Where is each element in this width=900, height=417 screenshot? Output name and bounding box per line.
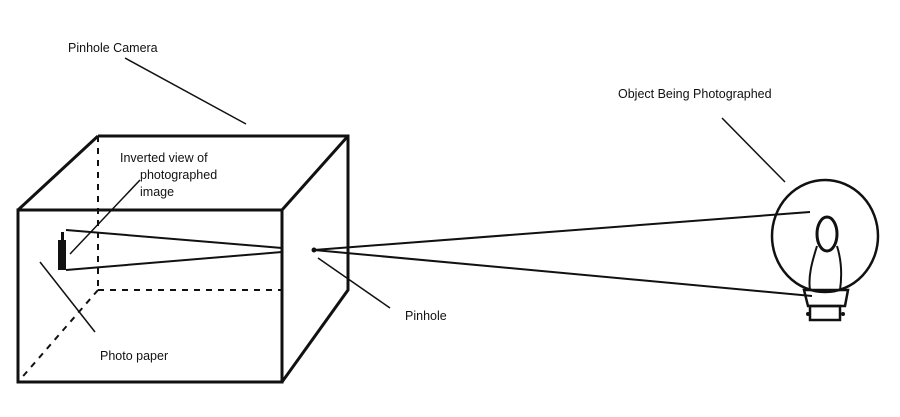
inverted-image-mark <box>58 240 66 270</box>
leader-lines <box>39 57 786 333</box>
bulb-neck <box>802 288 850 308</box>
label-inverted-view-line1: Inverted view of <box>120 151 208 165</box>
ray-outer-top <box>313 211 811 251</box>
label-inverted-view-line3: image <box>140 185 174 199</box>
label-inverted-view-line2: photographed <box>140 168 217 182</box>
bulb-glass <box>770 178 880 294</box>
camera-front-face <box>16 208 284 384</box>
camera-top-left-edge <box>16 134 100 212</box>
camera-top-right-edge <box>280 135 350 211</box>
leader-camera <box>124 57 247 125</box>
label-pinhole: Pinhole <box>405 309 447 323</box>
leader-pinhole <box>317 257 391 309</box>
label-object-being-photographed: Object Being Photographed <box>618 87 772 101</box>
camera-back-edges <box>98 134 350 383</box>
bulb-base-pin-right <box>841 312 845 316</box>
inverted-image <box>58 232 66 270</box>
leader-inverted-image <box>69 179 141 255</box>
hidden-edge-diagonal <box>17 289 99 383</box>
bulb-filament <box>815 215 839 253</box>
camera-box <box>16 134 350 384</box>
bulb-base <box>808 304 842 322</box>
light-bulb-object <box>770 178 880 322</box>
inverted-image-tip <box>61 232 64 242</box>
light-rays <box>65 211 813 297</box>
labels: Pinhole Camera Inverted view of photogra… <box>68 41 772 363</box>
bulb-filament-supports <box>808 245 843 291</box>
ray-inner-bottom <box>65 229 283 249</box>
label-photo-paper: Photo paper <box>100 349 168 363</box>
leader-object <box>721 117 786 183</box>
ray-outer-bottom <box>313 249 813 297</box>
leader-photo-paper <box>39 261 96 333</box>
camera-hidden-edges <box>17 136 282 383</box>
bulb-base-pin-left <box>806 312 810 316</box>
ray-inner-top <box>65 251 283 271</box>
label-pinhole-camera: Pinhole Camera <box>68 41 158 55</box>
